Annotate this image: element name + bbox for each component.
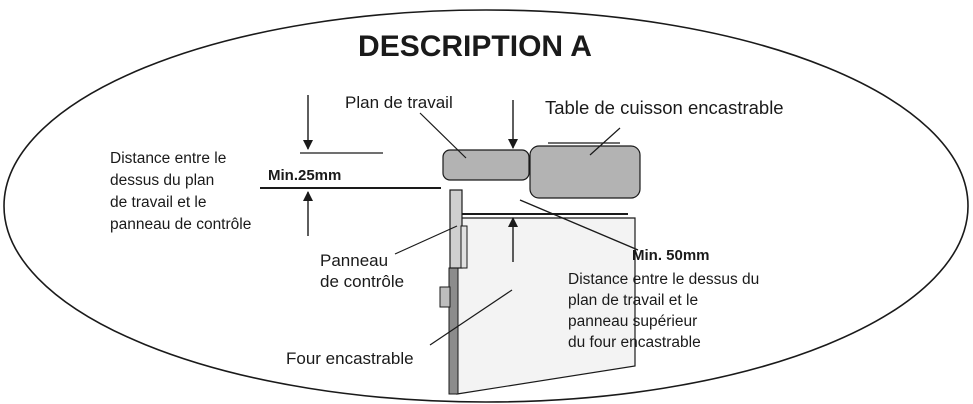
hob-label: Table de cuisson encastrable — [545, 97, 784, 118]
oven-label: Four encastrable — [286, 349, 414, 368]
oven-gap-leader — [519, 199, 639, 251]
oven-gap-description-line-3: panneau supérieur — [568, 313, 697, 330]
top-gap-description-line-4: panneau de contrôle — [110, 216, 251, 233]
top-gap-description-line-2: dessus du plan — [110, 172, 214, 189]
top-gap-label: Min.25mm — [268, 167, 341, 184]
control-panel-label-line-2: de contrôle — [320, 272, 404, 291]
oven-gap-label: Min. 50mm — [632, 247, 710, 264]
top-gap-description-line-1: Distance entre le — [110, 150, 226, 167]
oven-leader — [429, 289, 513, 346]
control-panel-label-line-1: Panneau — [320, 251, 388, 270]
oven-knob — [439, 286, 451, 308]
oven-gap-description: Distance entre le dessus du plan de trav… — [568, 271, 764, 351]
hob — [529, 145, 641, 199]
top-gap-description-line-3: de travail et le — [110, 194, 207, 211]
hob-leader — [589, 127, 621, 156]
control-panel-leader — [394, 225, 458, 255]
oven-gap-description-line-4: du four encastrable — [568, 334, 701, 351]
oven-gap-description-line-2: plan de travail et le — [568, 292, 698, 309]
diagram-title: DESCRIPTION A — [358, 30, 592, 63]
diagram-frame — [3, 9, 969, 403]
worktop — [442, 149, 530, 181]
control-panel-label: Panneau de contrôle — [320, 251, 404, 291]
oven-gap-description-line-1: Distance entre le dessus du — [568, 271, 759, 288]
worktop-label: Plan de travail — [345, 93, 453, 112]
top-gap-description: Distance entre le dessus du plan de trav… — [110, 150, 251, 233]
control-panel-frame — [460, 225, 468, 269]
worktop-leader — [419, 112, 467, 159]
